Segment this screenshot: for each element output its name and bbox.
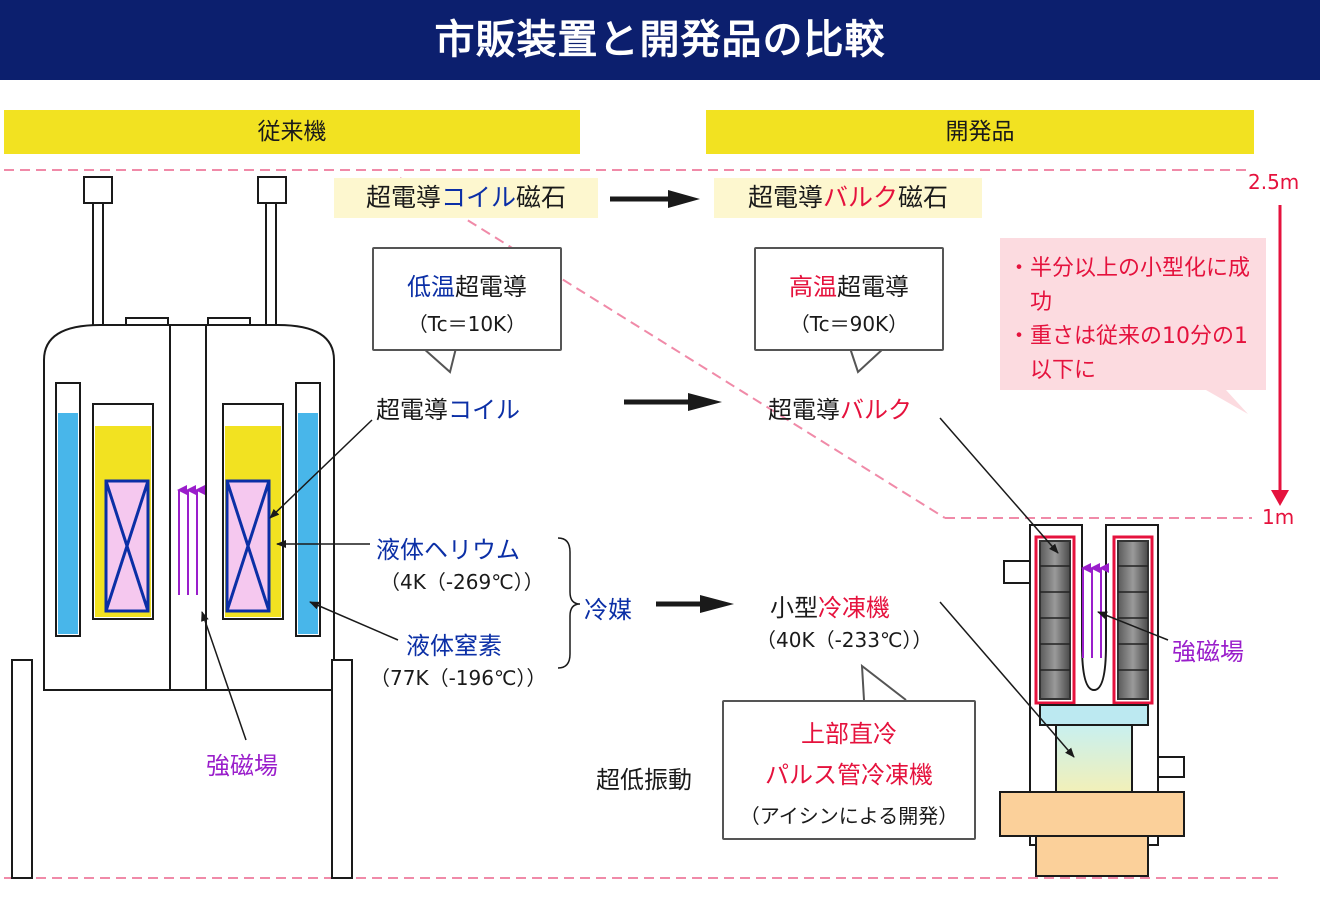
high-temp-superconductor-callout: 高温超電導 （Tc＝90K） [754,247,944,351]
magnet-developed-tag: 超電導バルク磁石 [714,178,982,218]
guide-diagonal [399,177,946,519]
height-bottom-label: 1m [1262,505,1295,529]
leader-lines [201,417,1169,758]
achievement-tail [1206,390,1248,414]
cryocooler-temp: （40K（-233℃）） [756,628,933,652]
liquid-nitrogen-label: 液体窒素 [406,632,502,660]
callout-tails [422,347,907,701]
liquid-nitrogen-temp: （77K（-196℃）） [370,666,547,690]
liquid-helium-label: 液体ヘリウム [376,536,520,564]
low-vibration-label: 超低振動 [596,766,692,794]
height-guides [4,169,1280,879]
achievement-callout: ・半分以上の小型化に成功 ・重さは従来の10分の1以下に [1000,238,1266,390]
pulse-tube-callout: 上部直冷 パルス管冷凍機 （アイシンによる開発） [722,700,976,840]
superconducting-bulk-label: 超電導バルク [768,396,912,424]
page-title: 市販装置と開発品の比較 [434,17,886,63]
liquid-helium-temp: （4K（-269℃）） [380,570,544,594]
achievement-item: ・重さは従来の10分の1以下に [1008,324,1248,383]
achievement-item: ・半分以上の小型化に成功 [1008,256,1251,315]
comparison-arrows [610,190,734,613]
coolant-label: 冷媒 [584,596,632,624]
section-conventional: 従来機 [4,110,580,154]
strong-field-label-developed: 強磁場 [1172,638,1244,666]
title-bar [0,0,1320,80]
developed-field-arrows [1081,563,1109,658]
low-temp-superconductor-callout: 低温超電導 （Tc＝10K） [372,247,562,351]
cryocooler-label: 小型冷凍機 [770,594,890,622]
superconducting-coil-label: 超電導コイル [376,396,520,424]
magnet-conventional-tag: 超電導コイル磁石 [334,178,598,218]
strong-field-label-conventional: 強磁場 [206,752,278,780]
conventional-field-arrows [177,485,205,595]
conventional-apparatus [11,176,353,879]
height-arrow [1271,205,1289,506]
height-top-label: 2.5m [1248,170,1300,194]
developed-apparatus [999,524,1185,877]
section-developed: 開発品 [706,110,1254,154]
